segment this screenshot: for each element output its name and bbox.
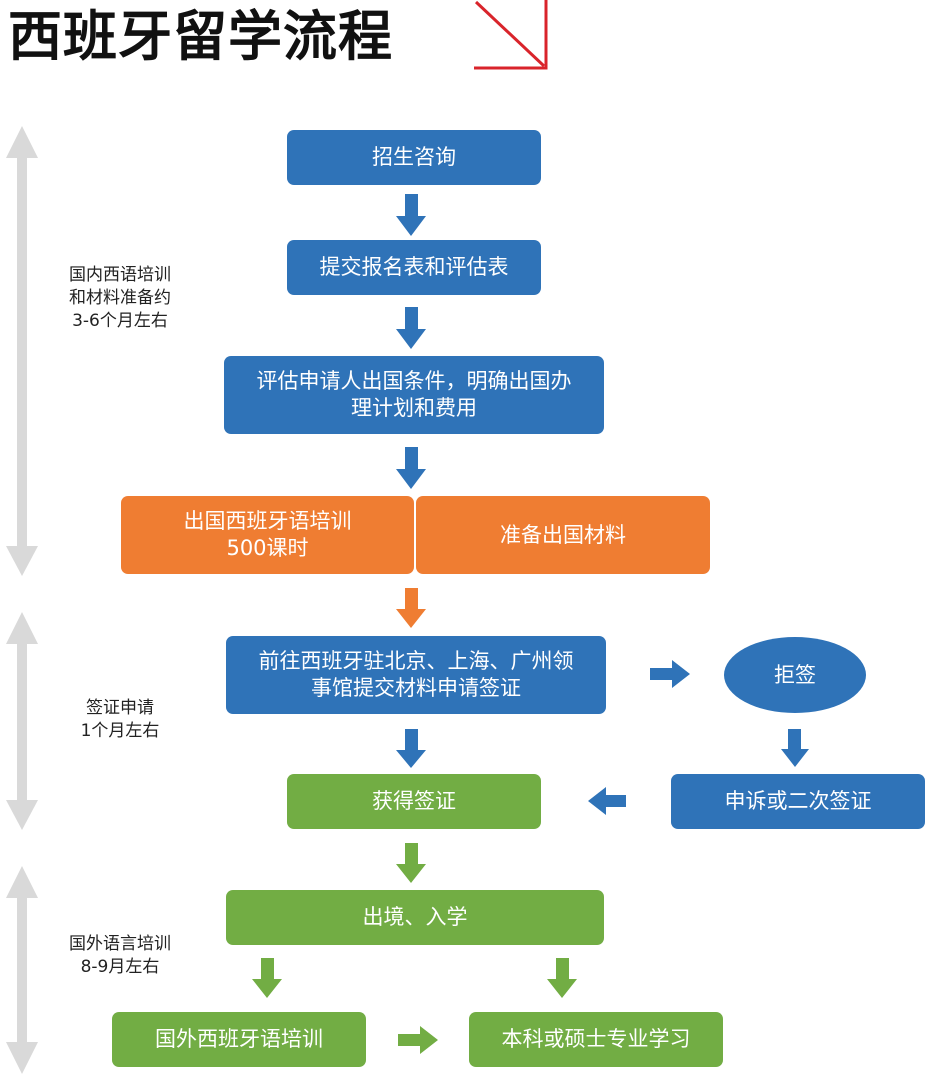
timeline-phase-2 [6,612,38,830]
step-apply-visa-label: 前往西班牙驻北京、上海、广州领 事馆提交材料申请签证 [258,649,574,700]
arrow-down-refused [781,729,809,767]
arrow-left-appeal [588,787,626,815]
step-visa-obtained-label: 获得签证 [372,789,456,813]
step-degree-study: 本科或硕士专业学习 [469,1012,723,1067]
phase-label-domestic: 国内西语培训 和材料准备约 3-6个月左右 [69,265,171,331]
arrow-right-refused [650,660,690,688]
step-enter-school-label: 出境、入学 [362,905,468,929]
step-enter-school: 出境、入学 [226,890,604,945]
arrow-down-3 [396,447,426,489]
step-appeal-label: 申诉或二次签证 [724,789,872,813]
step-visa-obtained: 获得签证 [287,774,541,829]
step-refused: 拒签 [724,637,866,713]
step-abroad-training-label: 国外西班牙语培训 [155,1027,323,1051]
step-spanish-training: 出国西班牙语培训 500课时 [121,496,414,574]
arrow-down-8 [547,958,577,998]
phase-label-abroad: 国外语言培训 8-9月左右 [69,934,171,977]
arrow-down-4 [396,588,426,628]
step-abroad-training: 国外西班牙语培训 [112,1012,366,1067]
step-spanish-training-label: 出国西班牙语培训 500课时 [183,509,352,560]
step-prepare-materials-label: 准备出国材料 [500,522,626,547]
step-submit-forms: 提交报名表和评估表 [287,240,541,295]
phase-label-visa: 签证申请 1个月左右 [80,698,160,741]
step-prepare-materials: 准备出国材料 [416,496,710,574]
step-evaluate-label: 评估申请人出国条件，明确出国办 理计划和费用 [256,369,572,420]
corner-arrow-decoration [474,0,548,70]
step-consult: 招生咨询 [287,130,541,185]
page-title: 西班牙留学流程 [8,5,393,68]
arrow-down-5 [396,729,426,768]
step-degree-study-label: 本科或硕士专业学习 [501,1027,691,1051]
timeline-phase-3 [6,866,38,1074]
arrow-right-study [398,1026,438,1054]
step-submit-forms-label: 提交报名表和评估表 [319,255,509,279]
step-evaluate: 评估申请人出国条件，明确出国办 理计划和费用 [224,356,604,434]
step-consult-label: 招生咨询 [372,145,456,169]
step-refused-label: 拒签 [774,662,816,687]
step-apply-visa: 前往西班牙驻北京、上海、广州领 事馆提交材料申请签证 [226,636,606,714]
arrow-down-7 [252,958,282,998]
arrow-down-6 [396,843,426,883]
arrow-down-2 [396,307,426,349]
timeline-phase-1 [6,126,38,576]
arrow-down-1 [396,194,426,236]
step-appeal: 申诉或二次签证 [671,774,925,829]
